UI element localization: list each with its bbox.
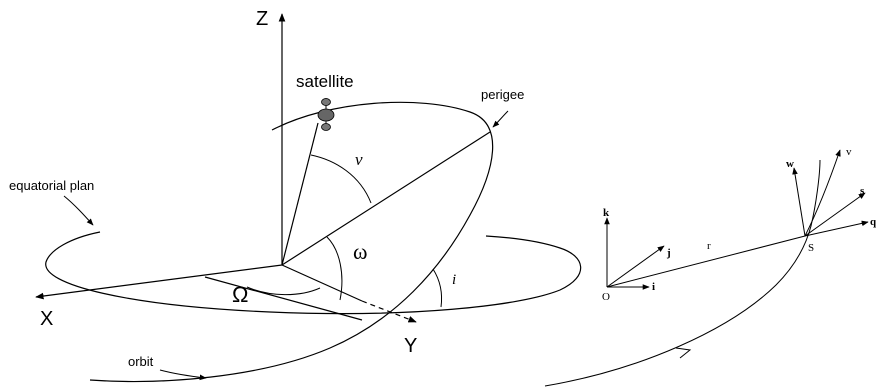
equatorial-plan-pointer-arrow [63, 195, 94, 226]
j-label: j [666, 247, 671, 259]
origin-label: O [602, 291, 610, 303]
j-vector [606, 245, 665, 288]
line-of-nodes [204, 276, 363, 321]
equatorial-plan-label: equatorial plan [9, 178, 94, 193]
omega-small-angle-arc [326, 236, 343, 301]
satellite-icon [317, 98, 335, 131]
satellite-radius-line [281, 122, 319, 266]
y-axis-label: Y [404, 335, 417, 357]
right-diagram: k j i O r S w v s q [544, 146, 877, 387]
nu-angle-arc [310, 154, 372, 204]
inclination-label: i [452, 272, 456, 288]
z-axis-label: Z [256, 8, 268, 30]
perigee-pointer-arrow [492, 110, 509, 128]
w-vector [792, 167, 806, 237]
satellite-label: satellite [296, 72, 354, 91]
nu-label: v [355, 150, 363, 169]
perigee-label: perigee [481, 87, 524, 102]
orbit-direction-chevron [675, 347, 692, 359]
k-label: k [603, 207, 610, 219]
omega-capital-label: Ω [232, 282, 248, 307]
y-axis-dashed [361, 300, 417, 323]
omega-small-label: ω [353, 239, 367, 264]
q-label: q [870, 216, 877, 228]
inclination-angle-arc [432, 268, 443, 308]
orbit-label: orbit [128, 354, 154, 369]
w-label: w [786, 158, 794, 170]
r-label: r [707, 240, 711, 252]
r-vector [606, 235, 806, 288]
s-point-label: S [808, 242, 814, 254]
omega-capital-angle-arc [246, 286, 321, 296]
x-axis-label: X [40, 308, 53, 330]
orbit-curve [89, 101, 494, 383]
x-axis [35, 264, 283, 300]
s-vector [804, 192, 866, 237]
v-velocity-curve [804, 149, 841, 237]
y-axis-solid [281, 264, 363, 302]
right-orbit-curve [544, 159, 821, 387]
left-diagram: Z X Y satellite perigee equatorial plan … [9, 8, 582, 383]
q-vector [804, 220, 869, 237]
s-label: s [860, 185, 865, 197]
equatorial-plane-ellipse [45, 231, 582, 315]
orbit-pointer-arrow [159, 369, 207, 381]
perigee-line [281, 131, 491, 266]
v-label: v [846, 146, 852, 158]
i-label: i [652, 281, 655, 293]
